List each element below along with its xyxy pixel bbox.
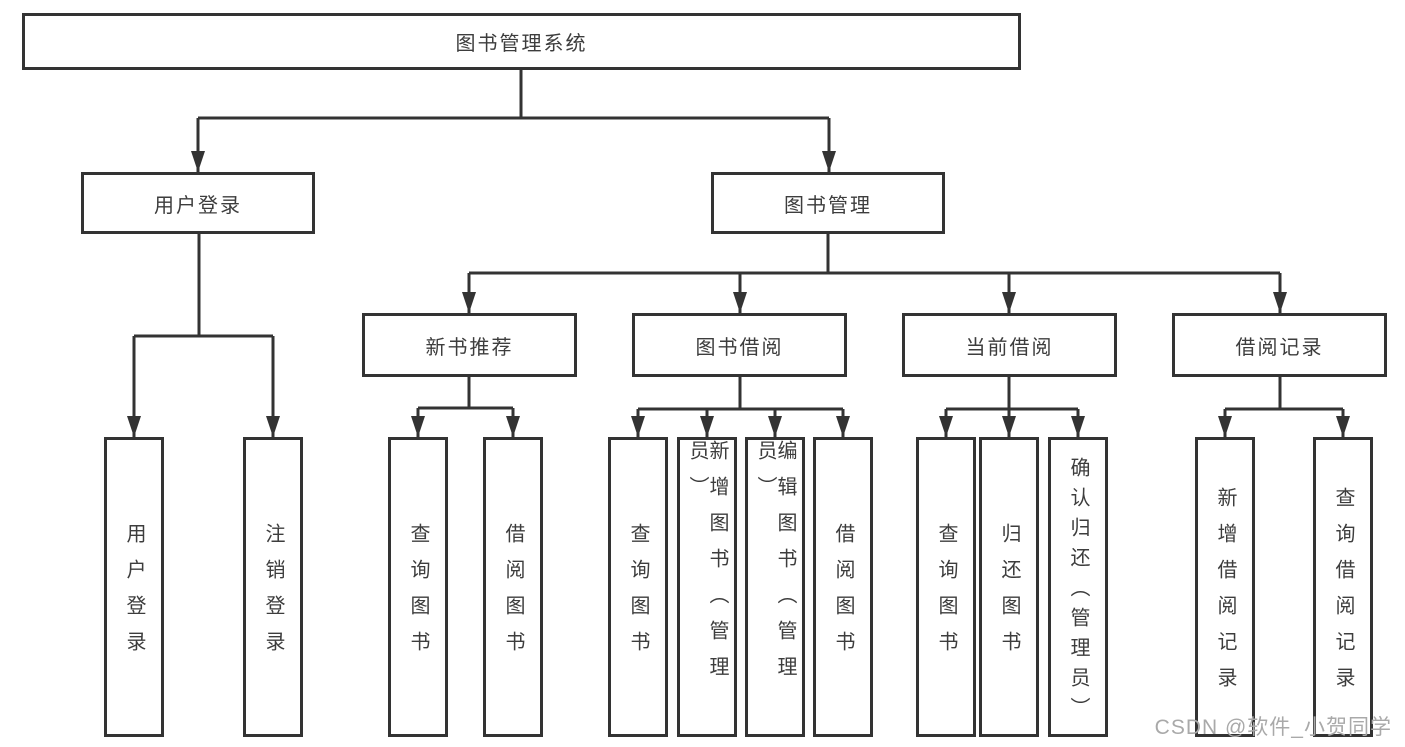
node-book-borrow: 图书借阅	[632, 313, 847, 377]
node-new-book-recommend: 新书推荐	[362, 313, 577, 377]
leaf-query-books-borrow: 查询图书	[608, 437, 668, 737]
leaf-edit-books-admin: 编辑图书（管理员）	[745, 437, 805, 737]
leaf-query-borrow-record: 查询借阅记录	[1313, 437, 1373, 737]
connector-current-borrow-children	[939, 377, 1085, 437]
leaf-user-login: 用户登录	[104, 437, 164, 737]
connector-root-to-level2	[191, 70, 836, 172]
leaf-confirm-return-admin: 确认归还（管理员）	[1048, 437, 1108, 737]
leaf-borrow-books-recommend: 借阅图书	[483, 437, 543, 737]
node-borrow-records: 借阅记录	[1172, 313, 1387, 377]
node-library-management-system: 图书管理系统	[22, 13, 1021, 70]
leaf-query-books-recommend: 查询图书	[388, 437, 448, 737]
watermark: CSDN @软件_小贺同学	[1154, 716, 1392, 739]
connector-new-book-children	[411, 377, 520, 437]
leaf-borrow-books: 借阅图书	[813, 437, 873, 737]
leaf-return-books: 归还图书	[979, 437, 1039, 737]
node-user-login: 用户登录	[81, 172, 315, 234]
leaf-query-books-current: 查询图书	[916, 437, 976, 737]
connector-book-management-children	[462, 234, 1287, 313]
leaf-logout: 注销登录	[243, 437, 303, 737]
node-book-management: 图书管理	[711, 172, 945, 234]
node-current-borrow: 当前借阅	[902, 313, 1117, 377]
leaf-add-books-admin: 新增图书（管理员）	[677, 437, 737, 737]
connector-user-login-children	[127, 234, 280, 437]
connector-borrow-records-children	[1218, 377, 1350, 437]
connector-book-borrow-children	[631, 377, 850, 437]
leaf-add-borrow-record: 新增借阅记录	[1195, 437, 1255, 737]
